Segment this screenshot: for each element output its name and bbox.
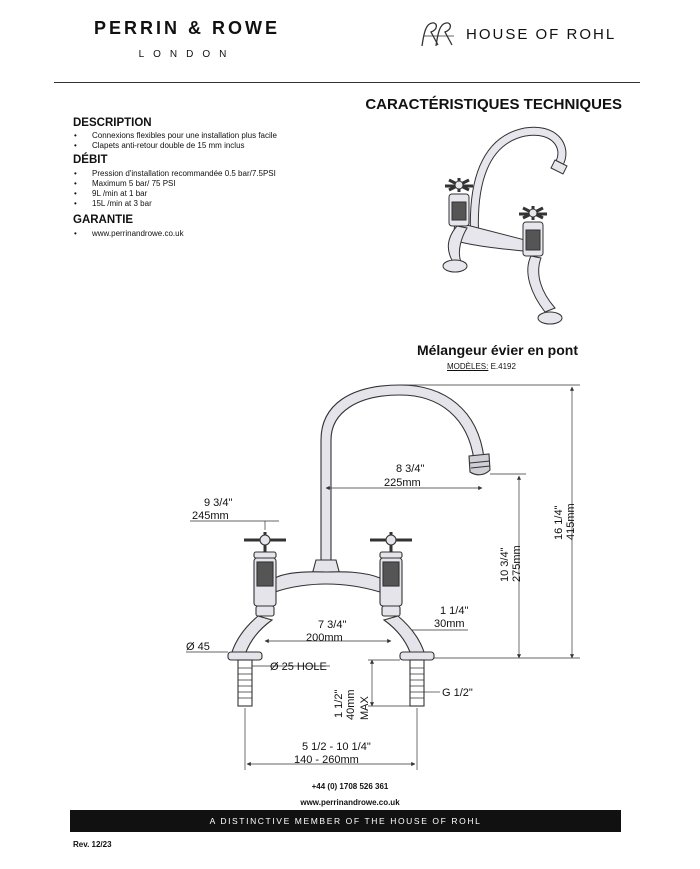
product-title: Mélangeur évier en pont <box>416 342 578 358</box>
garantie-list: www.perrinandrowe.co.uk <box>73 229 184 239</box>
garantie-heading: GARANTIE <box>73 214 134 226</box>
bridge-in: 7 3/4" <box>318 619 346 631</box>
partner-logo: HOUSE OF ROHL <box>418 18 616 50</box>
footer-phone: +44 (0) 1708 526 361 <box>311 782 389 791</box>
description-heading: DESCRIPTION <box>73 117 152 129</box>
shank-max: MAX <box>359 696 371 721</box>
list-item: Clapets anti-retour double de 15 mm incl… <box>73 141 277 151</box>
list-item: Pression d'installation recommandée 0.5 … <box>73 169 276 179</box>
bridge-mm: 200mm <box>306 632 343 644</box>
base-mm: 30mm <box>434 618 465 630</box>
models-line: MODÈLES: E.4192 <box>447 362 516 371</box>
brand-logo: PERRIN & ROWE LONDON <box>72 18 302 60</box>
description-list: Connexions flexibles pour une installati… <box>73 131 277 151</box>
header-divider <box>54 82 640 83</box>
shank-in: 1 1/2" <box>333 690 345 718</box>
thread-size: G 1/2" <box>442 687 473 699</box>
list-item: 15L /min at 3 bar <box>73 199 276 209</box>
base-in: 1 1/4" <box>440 605 468 617</box>
base-diameter: Ø 45 <box>186 641 210 653</box>
rohl-monogram-icon <box>421 22 454 47</box>
models-value: E.4192 <box>490 362 516 371</box>
list-item: Connexions flexibles pour une installati… <box>73 131 277 141</box>
footer-tagline: A DISTINCTIVE MEMBER OF THE HOUSE OF ROH… <box>209 816 482 826</box>
height-total-in: 16 1/4" <box>553 505 565 540</box>
hole-size: Ø 25 HOLE <box>270 661 327 673</box>
revision-label: Rev. 12/23 <box>73 840 112 849</box>
height-total-mm: 415mm <box>565 503 577 540</box>
page-title: CARACTÉRISTIQUES TECHNIQUES <box>365 96 622 113</box>
footer-tagline-bar: A DISTINCTIVE MEMBER OF THE HOUSE OF ROH… <box>70 810 621 832</box>
list-item: Maximum 5 bar/ 75 PSI <box>73 179 276 189</box>
width-in: 9 3/4" <box>204 497 232 509</box>
debit-heading: DÉBIT <box>73 154 108 166</box>
brand-subtitle: LONDON <box>138 49 236 60</box>
width-mm: 245mm <box>192 510 229 522</box>
height-spout-in: 10 3/4" <box>499 547 511 582</box>
models-label: MODÈLES: <box>447 362 489 371</box>
list-item: www.perrinandrowe.co.uk <box>73 229 184 239</box>
spout-reach-in: 8 3/4" <box>396 463 424 475</box>
list-item: 9L /min at 1 bar <box>73 189 276 199</box>
centres-mm: 140 - 260mm <box>294 754 359 766</box>
brand-name: PERRIN & ROWE <box>93 18 280 38</box>
product-illustration <box>442 126 568 325</box>
partner-name: HOUSE OF ROHL <box>466 25 617 43</box>
height-spout-mm: 275mm <box>511 545 523 582</box>
shank-mm: 40mm <box>345 689 357 720</box>
faucet-drawing <box>227 384 491 707</box>
debit-list: Pression d'installation recommandée 0.5 … <box>73 169 276 209</box>
spout-reach-mm: 225mm <box>384 477 421 489</box>
footer-website[interactable]: www.perrinandrowe.co.uk <box>300 798 400 807</box>
centres-in: 5 1/2 - 10 1/4" <box>302 741 371 753</box>
